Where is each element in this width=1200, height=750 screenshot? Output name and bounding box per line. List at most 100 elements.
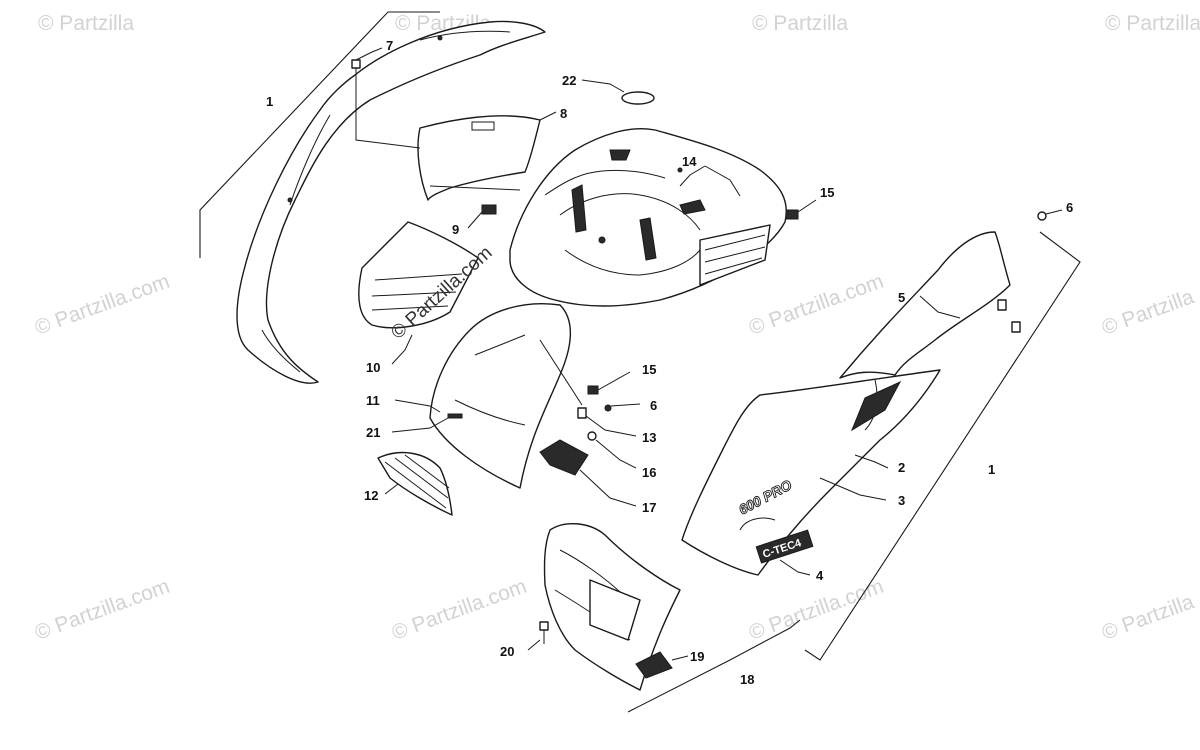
callout-14: 14 — [682, 154, 697, 169]
leader-10 — [391, 334, 413, 365]
part-18-belly-pan — [543, 523, 801, 713]
watermark-bottom-left: © Partzilla.com — [32, 575, 173, 645]
callout-20: 20 — [500, 644, 514, 659]
nose-cone-shape — [429, 303, 571, 489]
hood-strip-hole-2 — [437, 35, 443, 41]
callout-15-lower: 15 — [642, 362, 656, 377]
part-11-nose-cone — [394, 303, 571, 489]
leader-6-upper — [1045, 209, 1063, 215]
belly-pan-cutout — [589, 579, 641, 641]
leader-15-upper — [797, 199, 817, 213]
mesh-12-line-1 — [384, 461, 447, 509]
fastener-7-head — [351, 59, 361, 69]
part-14-leaders — [679, 165, 741, 197]
leader-16 — [595, 439, 637, 469]
airbox-10-slat-2 — [371, 291, 457, 297]
hood-hole — [677, 167, 683, 173]
leader-8-bottom — [429, 185, 521, 191]
callout-labels: 1 1 2 3 4 5 6 6 7 8 9 10 11 12 13 14 15 … — [266, 38, 1073, 687]
part-1-left-hood-strip — [199, 11, 546, 384]
screw-6-upper — [1037, 211, 1047, 221]
airbox-10-slat-1 — [374, 273, 463, 281]
hood-vent-left — [571, 184, 587, 233]
leader-4 — [779, 559, 811, 576]
leader-15-lower — [597, 371, 631, 391]
clip-15-upper — [785, 209, 799, 220]
watermark-mid-far-right: © Partzilla — [1099, 285, 1197, 340]
hood-strip-hole — [287, 197, 293, 203]
callout-18: 18 — [740, 672, 754, 687]
hood-inner-floor — [564, 249, 701, 276]
callout-3: 3 — [898, 493, 905, 508]
clip-15-lower — [587, 385, 599, 395]
belly-pan-inner-1 — [559, 549, 621, 593]
lower-side-panel-2 — [681, 369, 941, 576]
part-10-airbox — [358, 221, 479, 365]
leader-20 — [527, 639, 541, 651]
fastener-side-1 — [997, 299, 1007, 311]
hood-vent-right — [639, 217, 657, 261]
callout-7: 7 — [386, 38, 393, 53]
clip-9 — [481, 204, 497, 215]
decal-21 — [447, 413, 463, 419]
callout-22: 22 — [562, 73, 576, 88]
leader-2 — [854, 454, 889, 469]
part-7-fastener — [351, 47, 383, 82]
part-6-upper-screw — [1037, 209, 1063, 221]
leader-11 — [394, 399, 441, 413]
leader-hood-link — [539, 339, 583, 406]
panel-8-shape — [417, 115, 541, 201]
hood-stripe-3 — [704, 257, 763, 275]
belly-pan-tab — [635, 651, 673, 679]
leader-17 — [579, 469, 637, 507]
callout-9: 9 — [452, 222, 459, 237]
hood-stripe-2 — [704, 246, 766, 263]
hood-strip-shape — [236, 20, 546, 384]
callout-19: 19 — [690, 649, 704, 664]
emblem-22 — [621, 91, 655, 105]
callout-4: 4 — [816, 568, 824, 583]
leader-21 — [391, 417, 449, 433]
hood-stripe-1 — [704, 234, 766, 251]
callout-1-left: 1 — [266, 94, 273, 109]
callout-21: 21 — [366, 425, 380, 440]
part-15-upper-clip — [785, 199, 817, 220]
part-8-windshield-panel — [355, 82, 557, 201]
upper-side-panel-5 — [839, 231, 1011, 379]
callout-10: 10 — [366, 360, 380, 375]
hood-top-vent — [609, 149, 631, 161]
fastener-20-head — [539, 621, 549, 631]
leader-19 — [671, 655, 689, 661]
mesh-12-shape — [377, 451, 453, 516]
airbox-10-shape — [358, 221, 479, 329]
bracket-1-left — [199, 11, 440, 258]
watermark-bottom-center: © Partzilla.com — [389, 575, 530, 645]
callout-12: 12 — [364, 488, 378, 503]
watermark-mid-left: © Partzilla.com — [32, 270, 173, 340]
leader-8-link — [355, 82, 421, 149]
leader-3 — [819, 477, 887, 501]
leader-5 — [919, 295, 961, 319]
fastener-side-2 — [1011, 321, 1021, 333]
part-22-emblem — [581, 79, 655, 105]
hood-strip-top-edge — [419, 30, 511, 41]
panel-8-label-box — [471, 121, 495, 131]
callout-16: 16 — [642, 465, 656, 480]
callout-6-lower: 6 — [650, 398, 657, 413]
callout-5: 5 — [898, 290, 905, 305]
side-panel-stripe — [850, 380, 902, 432]
part-21-decal — [391, 413, 463, 433]
mesh-12-line-2 — [394, 457, 449, 499]
callout-6-upper: 6 — [1066, 200, 1073, 215]
central-hood-assembly — [509, 128, 787, 307]
leader-13 — [585, 415, 637, 437]
leader-9 — [467, 211, 483, 229]
watermark-top-right: © Partzilla — [752, 12, 848, 35]
callout-13: 13 — [642, 430, 656, 445]
hood-body — [509, 128, 787, 307]
hood-bolt — [598, 236, 606, 244]
leader-12 — [384, 483, 399, 495]
leader-14-a — [704, 165, 741, 197]
watermark-bottom-right: © Partzilla.com — [746, 575, 887, 645]
